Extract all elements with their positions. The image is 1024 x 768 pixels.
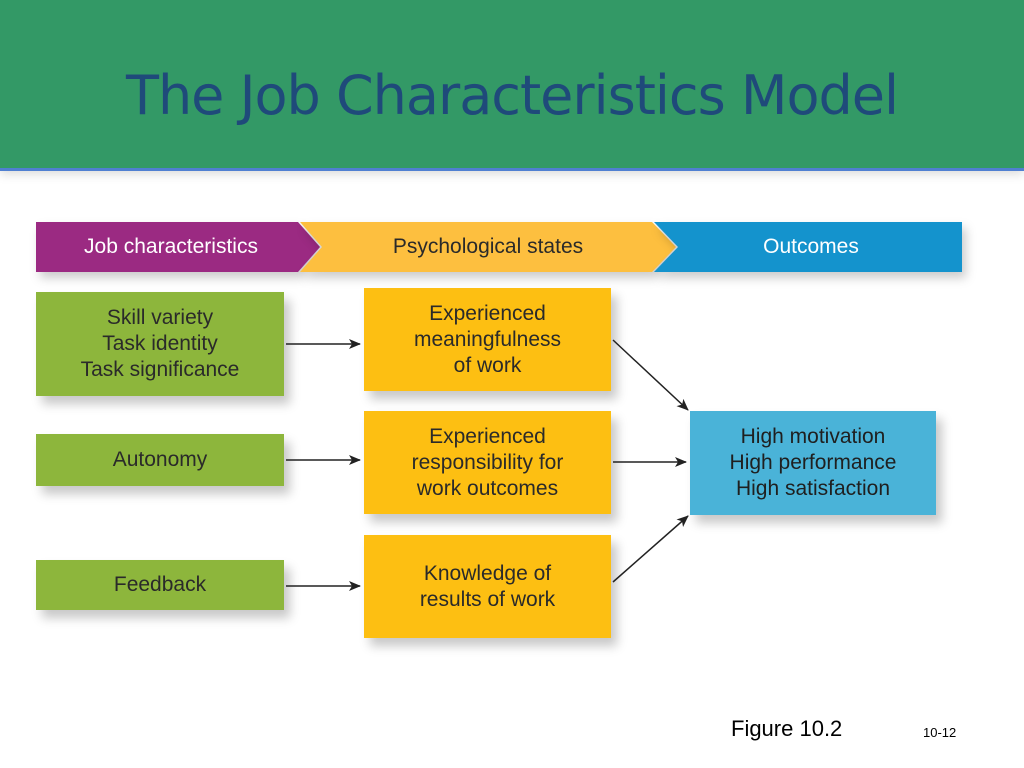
characteristic-line: Task significance [80,358,240,381]
state-line: Experienced [429,301,546,325]
characteristic-line: Feedback [113,573,207,596]
characteristic-box-feedback: Feedback [36,560,284,610]
characteristic-line: Task identity [102,332,218,355]
arrow-knowledge-to-outcomes [612,515,689,583]
figure-caption: Figure 10.2 [731,716,843,741]
column-banners [36,222,962,272]
state-line: responsibility for [411,450,564,474]
outcome-line: High performance [729,451,897,474]
characteristic-line: Autonomy [112,448,208,471]
state-line: results of work [419,587,556,611]
characteristic-line: Skill variety [106,306,214,329]
outcome-line: High motivation [740,425,886,448]
outcome-line: High satisfaction [735,477,891,500]
state-line: Experienced [429,424,546,448]
state-line: work outcomes [416,476,559,500]
banner-job-characteristics-label: Job characteristics [84,235,258,258]
slide-header [0,0,1024,168]
banner-job-characteristics-shape [36,222,320,272]
characteristic-box-skill-task: Skill variety Task identity Task signifi… [36,292,284,396]
arrow-meaningfulness-to-outcomes [612,339,689,411]
outcome-box: High motivation High performance High sa… [690,411,936,515]
page-number: 10-12 [923,725,957,740]
state-box-knowledge: Knowledge of results of work [364,535,611,638]
state-line: Knowledge of [423,561,552,585]
state-line: meaningfulness [413,327,562,351]
characteristic-box-autonomy: Autonomy [36,434,284,486]
state-line: of work [453,353,522,377]
banner-outcomes-shape [654,222,962,272]
state-box-responsibility: Experienced responsibility for work outc… [364,411,611,514]
banner-psychological-states-label: Psychological states [392,235,584,258]
banner-outcomes-label: Outcomes [763,235,859,258]
banner-psychological-states-shape [300,222,676,272]
state-box-meaningfulness: Experienced meaningfulness of work [364,288,611,391]
slide-title: The Job Characteristics Model [125,64,899,127]
